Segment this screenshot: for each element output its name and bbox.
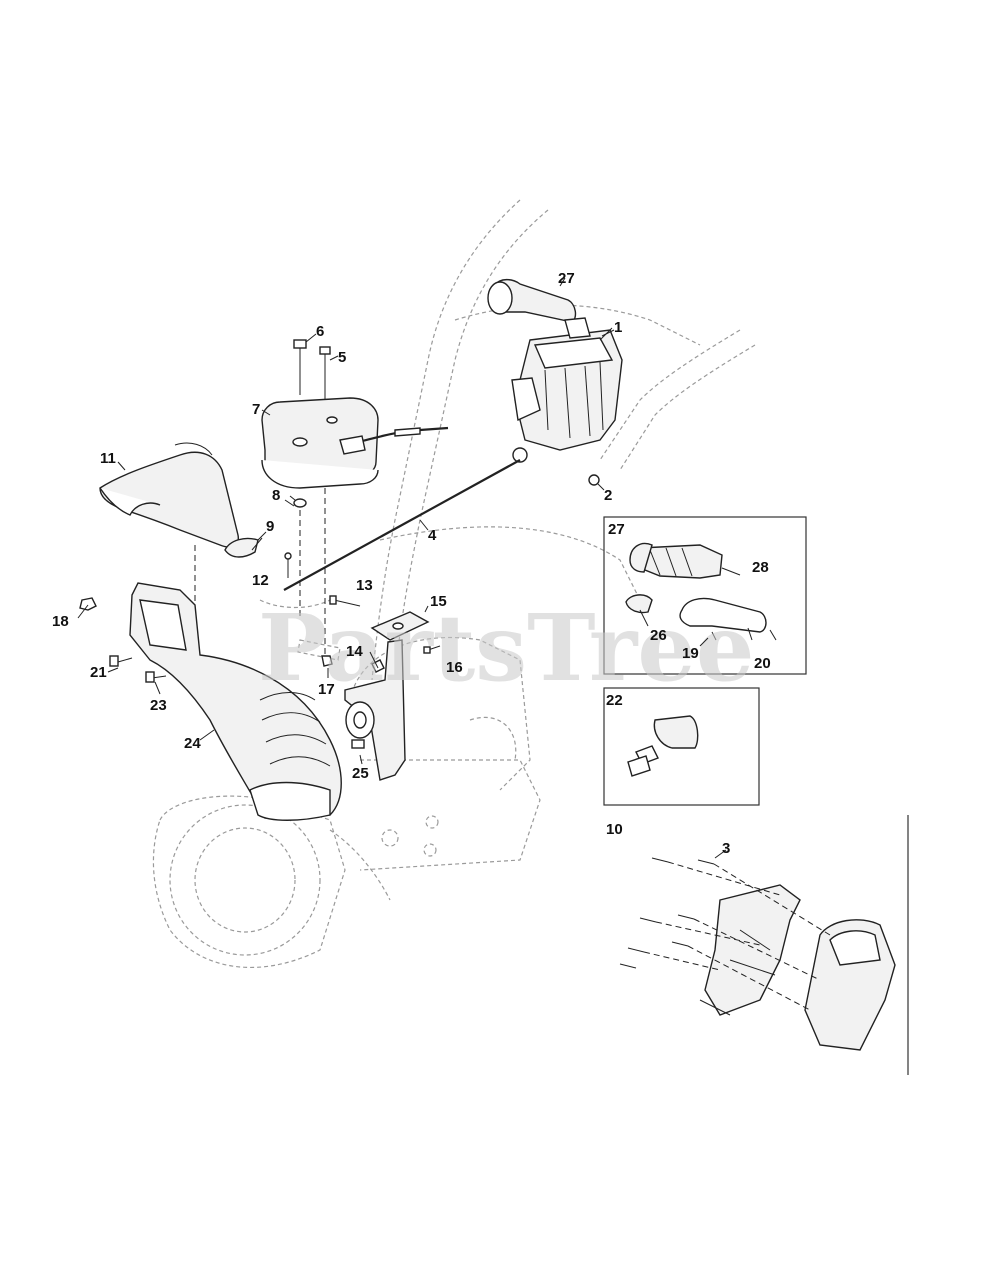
- part-23-bolt: [145, 671, 167, 683]
- box-27-label[interactable]: 27: [608, 521, 625, 538]
- callout-2[interactable]: 2: [604, 487, 612, 504]
- part-8-washer: [289, 495, 307, 508]
- part-13-bolt: [329, 595, 361, 607]
- callout-leaders: [77, 327, 709, 765]
- callout-8[interactable]: 8: [272, 487, 280, 504]
- watermark: PartsTree: [258, 594, 754, 702]
- callout-25[interactable]: 25: [352, 765, 369, 782]
- part-27-grip: [487, 277, 577, 323]
- part-11-deflector: [99, 442, 239, 548]
- callout-16[interactable]: 16: [446, 659, 463, 676]
- part-6-bolt: [293, 333, 317, 395]
- callout-7[interactable]: 7: [252, 401, 260, 418]
- callout-27[interactable]: 27: [558, 270, 575, 287]
- callout-19[interactable]: 19: [682, 645, 699, 662]
- callout-14[interactable]: 14: [346, 643, 363, 660]
- part-25-bracket: [344, 639, 406, 781]
- group-10-label[interactable]: 10: [606, 821, 623, 838]
- callout-12[interactable]: 12: [252, 572, 269, 589]
- part-1-chute-housing: [511, 317, 623, 463]
- part-21-bolt: [109, 655, 133, 667]
- callout-3[interactable]: 3: [722, 840, 730, 857]
- callout-23[interactable]: 23: [150, 697, 167, 714]
- callout-11[interactable]: 11: [100, 450, 116, 467]
- part-5-bolt: [319, 346, 339, 400]
- callout-17[interactable]: 17: [318, 681, 335, 698]
- inset-box-22: [603, 687, 760, 806]
- callout-13[interactable]: 13: [356, 577, 373, 594]
- callout-26[interactable]: 26: [650, 627, 667, 644]
- part-7-cover: [261, 397, 449, 489]
- part-17-nut: [321, 655, 333, 667]
- callout-18[interactable]: 18: [52, 613, 69, 630]
- part-24-chute: [129, 582, 342, 821]
- callout-9[interactable]: 9: [266, 518, 274, 535]
- part-15-plate: [370, 605, 430, 641]
- callout-15[interactable]: 15: [430, 593, 447, 610]
- box-22-label[interactable]: 22: [606, 692, 623, 709]
- callout-21[interactable]: 21: [90, 664, 107, 681]
- callout-28[interactable]: 28: [752, 559, 769, 576]
- callout-20[interactable]: 20: [754, 655, 771, 672]
- callout-1[interactable]: 1: [614, 319, 622, 336]
- group-10-assembly: [619, 815, 909, 1075]
- part-2-nut: [588, 474, 605, 491]
- callout-5[interactable]: 5: [338, 349, 346, 366]
- inset-box-27: [603, 516, 807, 675]
- part-9-knob: [224, 531, 267, 558]
- callout-4[interactable]: 4: [428, 527, 437, 544]
- callouts: 1 2 3 4 5 6 7 8 9 10 11 12 13 14 15 16 1…: [52, 270, 771, 857]
- part-18-nut: [79, 597, 97, 611]
- callout-24[interactable]: 24: [184, 735, 201, 752]
- callout-6[interactable]: 6: [316, 323, 324, 340]
- machine-outline: [152, 199, 756, 968]
- part-12-pin: [284, 552, 292, 578]
- part-4-rod: [283, 459, 521, 591]
- part-16-screw: [423, 645, 441, 654]
